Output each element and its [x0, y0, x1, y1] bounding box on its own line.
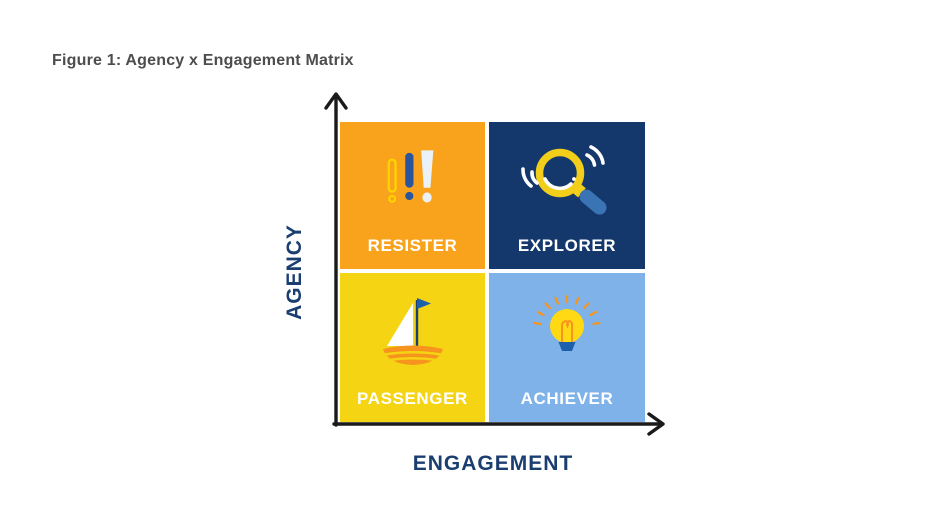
quadrant-passenger: PASSENGER — [340, 273, 485, 422]
quadrant-label: EXPLORER — [517, 236, 617, 255]
exclamation-marks-icon — [340, 122, 485, 236]
x-axis-label: ENGAGEMENT — [412, 452, 574, 475]
x-axis-arrowhead — [647, 412, 665, 436]
quadrant-label: ACHIEVER — [520, 389, 614, 408]
sailboat-icon — [340, 273, 485, 389]
magnifying-glass-icon — [489, 122, 645, 236]
figure-title: Figure 1: Agency x Engagement Matrix — [52, 52, 354, 69]
quadrant-resister: RESISTER — [340, 122, 485, 269]
quadrant-label: PASSENGER — [357, 389, 468, 408]
quadrant-achiever: ACHIEVER — [489, 273, 645, 422]
quadrant-explorer: EXPLORER — [489, 122, 645, 269]
quadrant-matrix: RESISTER — [340, 122, 645, 422]
quadrant-label: RESISTER — [367, 236, 458, 255]
y-axis-label: AGENCY — [283, 224, 306, 320]
y-axis-arrowhead — [324, 92, 348, 110]
lightbulb-icon — [489, 273, 645, 389]
